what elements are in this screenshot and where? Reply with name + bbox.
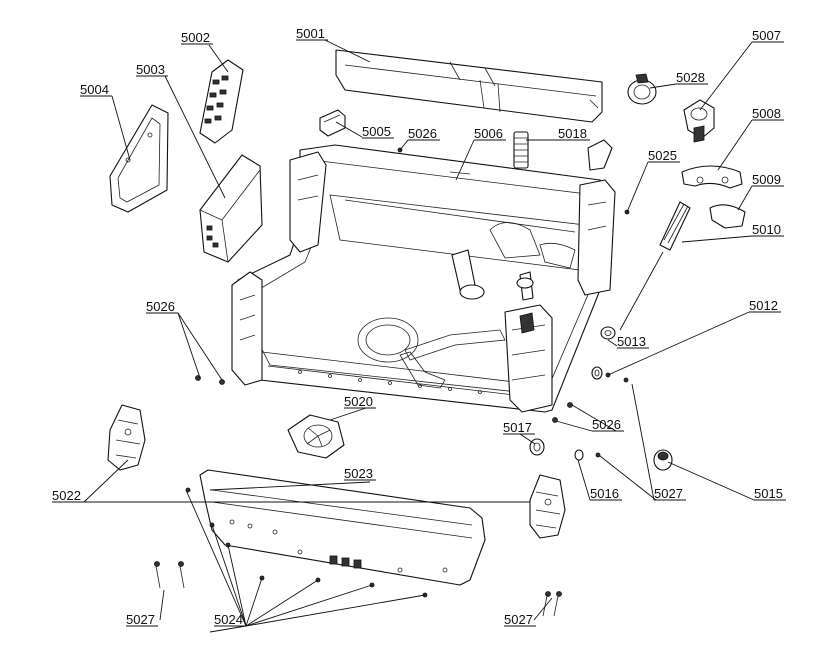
callout-5006: 5006 <box>474 126 503 141</box>
part-small-bracket <box>587 139 613 171</box>
part-5017-ring <box>529 438 545 456</box>
part-5022-right-leg <box>529 474 566 539</box>
part-5002-pcb <box>199 59 244 144</box>
part-5010-element <box>619 201 691 331</box>
callout-5009: 5009 <box>752 172 781 187</box>
part-5005-clip <box>319 109 346 137</box>
callout-5002: 5002 <box>181 30 210 45</box>
callout-5028: 5028 <box>676 70 705 85</box>
part-5016-clip <box>574 449 584 461</box>
callout-5004: 5004 <box>80 82 109 97</box>
callout-5026-left: 5026 <box>146 299 175 314</box>
callout-5013: 5013 <box>617 334 646 349</box>
part-5007-pump <box>683 99 715 143</box>
leader-lines <box>83 39 755 633</box>
part-5008-cover <box>681 165 743 189</box>
part-5013-clamp <box>600 326 616 340</box>
callout-5023: 5023 <box>344 466 373 481</box>
callout-5017: 5017 <box>503 420 532 435</box>
callout-5016: 5016 <box>590 486 619 501</box>
callout-5025: 5025 <box>648 148 677 163</box>
callout-5026-right: 5026 <box>592 417 621 432</box>
callout-labels: 5001 5002 5003 5004 5005 5026 5006 5018 … <box>52 26 786 627</box>
part-5009-float <box>709 204 746 229</box>
callout-5027-bottom-left: 5027 <box>126 612 155 627</box>
callout-5010: 5010 <box>752 222 781 237</box>
screws <box>154 147 630 617</box>
base-tub <box>231 144 616 413</box>
callout-5018: 5018 <box>558 126 587 141</box>
part-5028-impeller <box>627 73 657 105</box>
callout-5015: 5015 <box>754 486 783 501</box>
part-5020-fan <box>287 414 345 459</box>
callout-5008: 5008 <box>752 106 781 121</box>
part-5004-frame <box>109 104 169 213</box>
callout-5022: 5022 <box>52 488 81 503</box>
callout-5005: 5005 <box>362 124 391 139</box>
part-5018-sensor <box>513 131 529 169</box>
part-5015-foot <box>653 449 673 471</box>
callout-5026-top: 5026 <box>408 126 437 141</box>
callout-5024: 5024 <box>214 612 243 627</box>
part-5001-cover <box>335 49 603 123</box>
callout-5001: 5001 <box>296 26 325 41</box>
callout-5027-bottom-right: 5027 <box>504 612 533 627</box>
callout-5007: 5007 <box>752 28 781 43</box>
part-5022-left-leg <box>107 404 146 471</box>
part-5023-base-plate <box>199 469 486 586</box>
callout-5003: 5003 <box>136 62 165 77</box>
part-5012-ring <box>591 366 611 380</box>
callout-5027-right: 5027 <box>654 486 683 501</box>
callout-5020: 5020 <box>344 394 373 409</box>
callout-5012: 5012 <box>749 298 778 313</box>
part-5003-control-box <box>199 154 263 263</box>
